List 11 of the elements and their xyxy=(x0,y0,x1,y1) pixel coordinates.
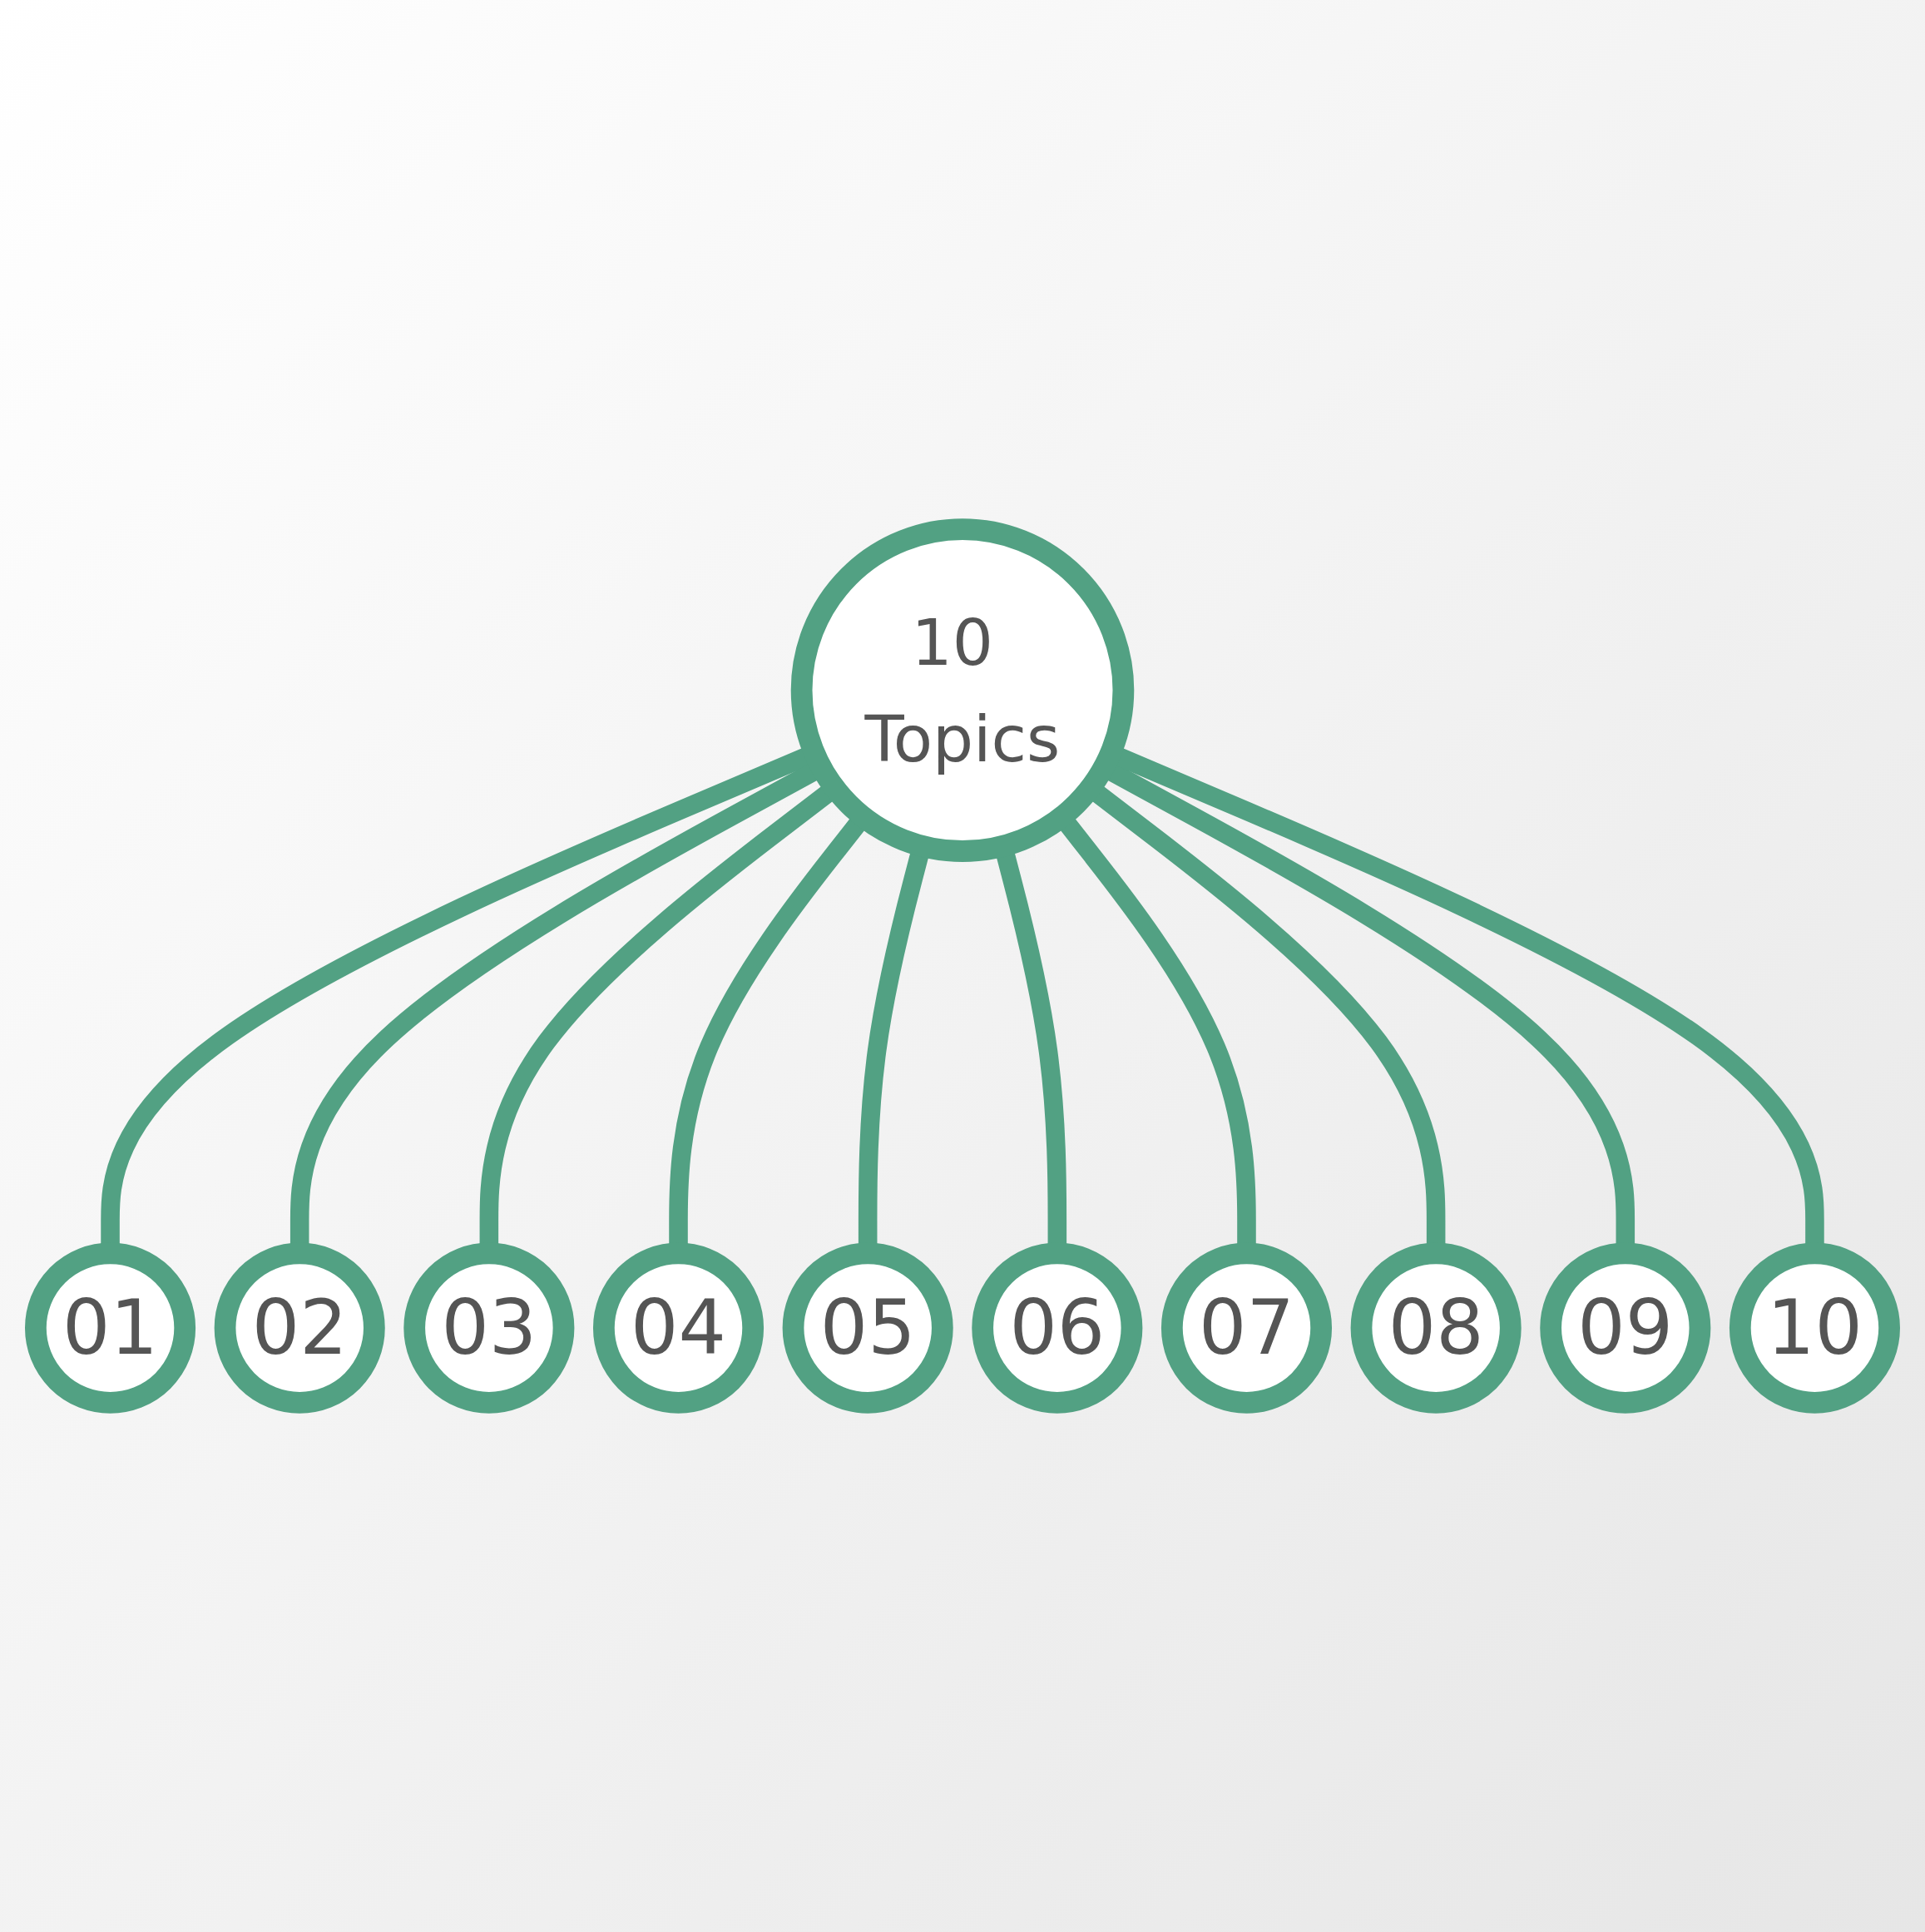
node-circle: 09 xyxy=(1540,1242,1711,1414)
node-circle: 04 xyxy=(592,1242,765,1414)
node-circle: 03 xyxy=(403,1242,575,1414)
node-circle: 05 xyxy=(782,1242,953,1414)
node-circle: 10 Topics xyxy=(790,518,1135,862)
node-circle: 06 xyxy=(972,1242,1143,1414)
node-circle: 02 xyxy=(214,1242,385,1414)
node-circle: 08 xyxy=(1350,1242,1522,1414)
node-circle: 01 xyxy=(25,1242,196,1414)
node-circle: 07 xyxy=(1160,1242,1333,1414)
node-circle: 10 xyxy=(1729,1242,1900,1414)
